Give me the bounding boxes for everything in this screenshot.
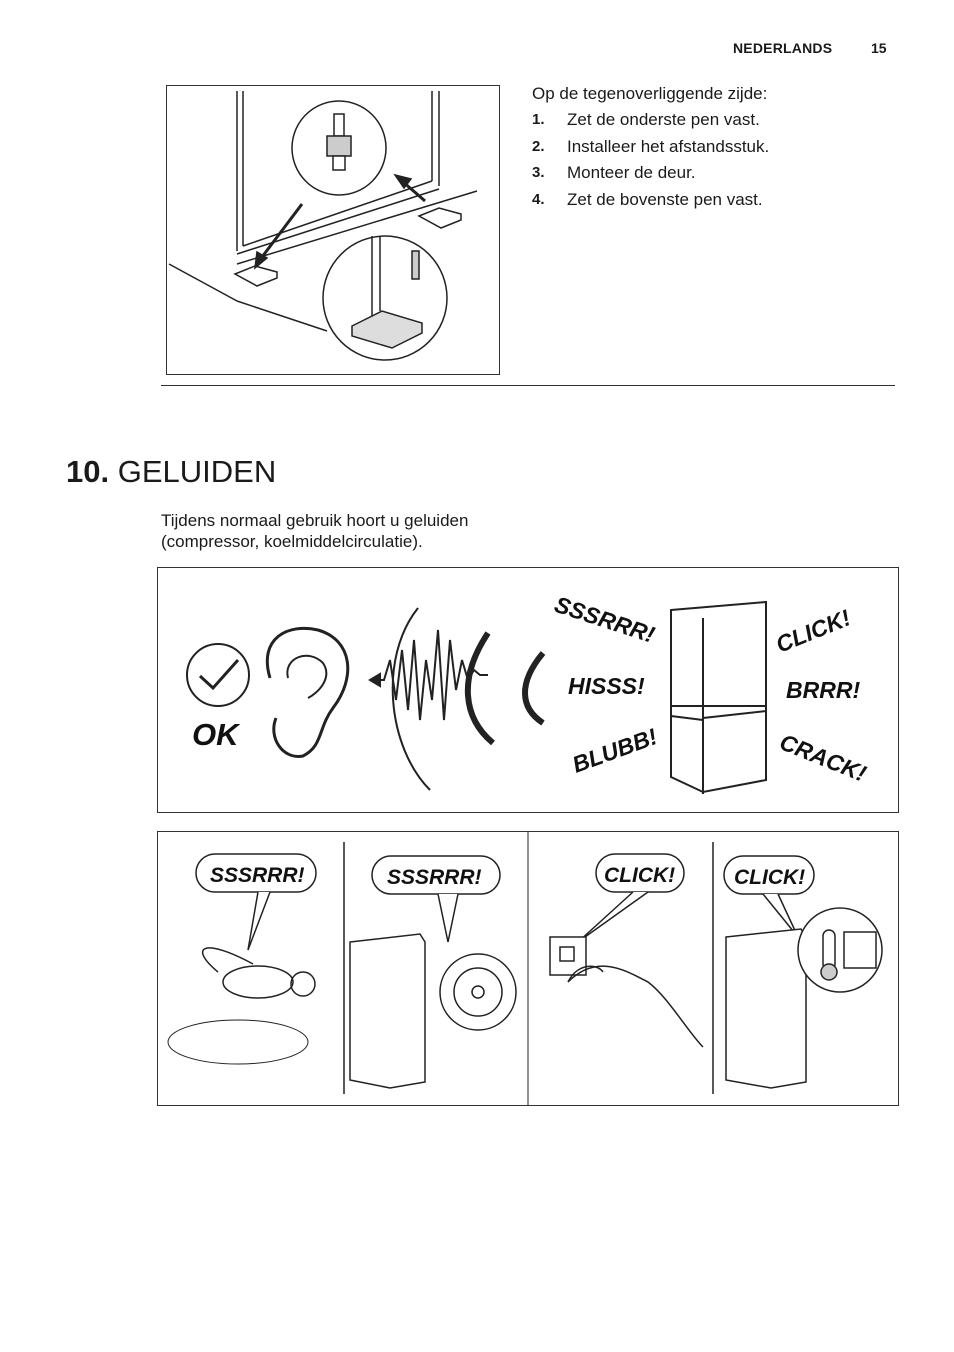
page-number: 15 [871, 40, 887, 56]
step-item: 1. Zet de onderste pen vast. [532, 110, 769, 137]
bubble-text: CLICK! [734, 866, 805, 889]
paragraph-line: Tijdens normaal gebruik hoort u geluiden [161, 511, 469, 530]
thermostat-icon [797, 907, 883, 993]
section-divider [161, 385, 895, 386]
step-number: 2. [532, 137, 545, 155]
step-number: 4. [532, 190, 545, 208]
sound-label: HISSS! [568, 673, 645, 699]
paragraph-line: (compressor, koelmiddelcirculatie). [161, 532, 423, 551]
step-text: Installeer het afstandsstuk. [567, 136, 770, 156]
step-item: 4. Zet de bovenste pen vast. [532, 190, 769, 217]
check-circle-icon [186, 643, 250, 707]
step-item: 2. Installeer het afstandsstuk. [532, 137, 769, 164]
step-number: 1. [532, 111, 545, 128]
install-steps: 1. Zet de onderste pen vast. 2. Installeer… [532, 110, 769, 216]
examples-illustration: SSSRRR! SSSRRR! CLICK! CLICK! [167, 832, 883, 1105]
speech-bubble [371, 855, 501, 895]
sound-label: BRRR! [786, 677, 860, 703]
ok-label: OK [192, 717, 241, 752]
ear-icon [265, 626, 350, 758]
sound-label: BLUBB! [569, 723, 661, 778]
section-heading: 10. GELUIDEN [66, 455, 276, 489]
sound-label: CLICK! [772, 604, 854, 657]
fly-icon [222, 965, 294, 999]
examples-panel: SSSRRR! SSSRRR! CLICK! CLICK! [157, 831, 899, 1106]
bubble-text: CLICK! [604, 864, 675, 887]
step-text: Zet de onderste pen vast. [567, 110, 760, 129]
sound-label: SSSRRR! [551, 591, 658, 648]
noise-panel: OK SSSRRR! HISSS! BLUBB! CLICK! BRRR! CR… [157, 567, 899, 813]
header-language: NEDERLANDS [733, 40, 833, 56]
noise-illustration: OK SSSRRR! HISSS! BLUBB! CLICK! BRRR! CR… [186, 591, 870, 794]
section-title: GELUIDEN [117, 454, 277, 489]
sound-label: CRACK! [776, 729, 870, 787]
section-number: 10. [66, 454, 110, 489]
step-text: Zet de bovenste pen vast. [567, 189, 763, 209]
section-paragraph: Tijdens normaal gebruik hoort u geluiden… [161, 510, 561, 552]
speech-bubble [195, 853, 317, 893]
step-number: 3. [532, 164, 545, 181]
hinge-drawing [168, 91, 478, 361]
hand-icon [567, 965, 704, 1048]
bubble-text: SSSRRR! [387, 866, 482, 889]
install-intro: Op de tegenoverliggende zijde: [532, 84, 768, 103]
step-text: Monteer de deur. [567, 163, 696, 182]
hinge-illustration [166, 85, 500, 375]
bubble-text: SSSRRR! [210, 864, 305, 887]
checkmark-icon [198, 659, 240, 691]
fan-icon [439, 953, 517, 1031]
step-item: 3. Monteer de deur. [532, 163, 769, 190]
